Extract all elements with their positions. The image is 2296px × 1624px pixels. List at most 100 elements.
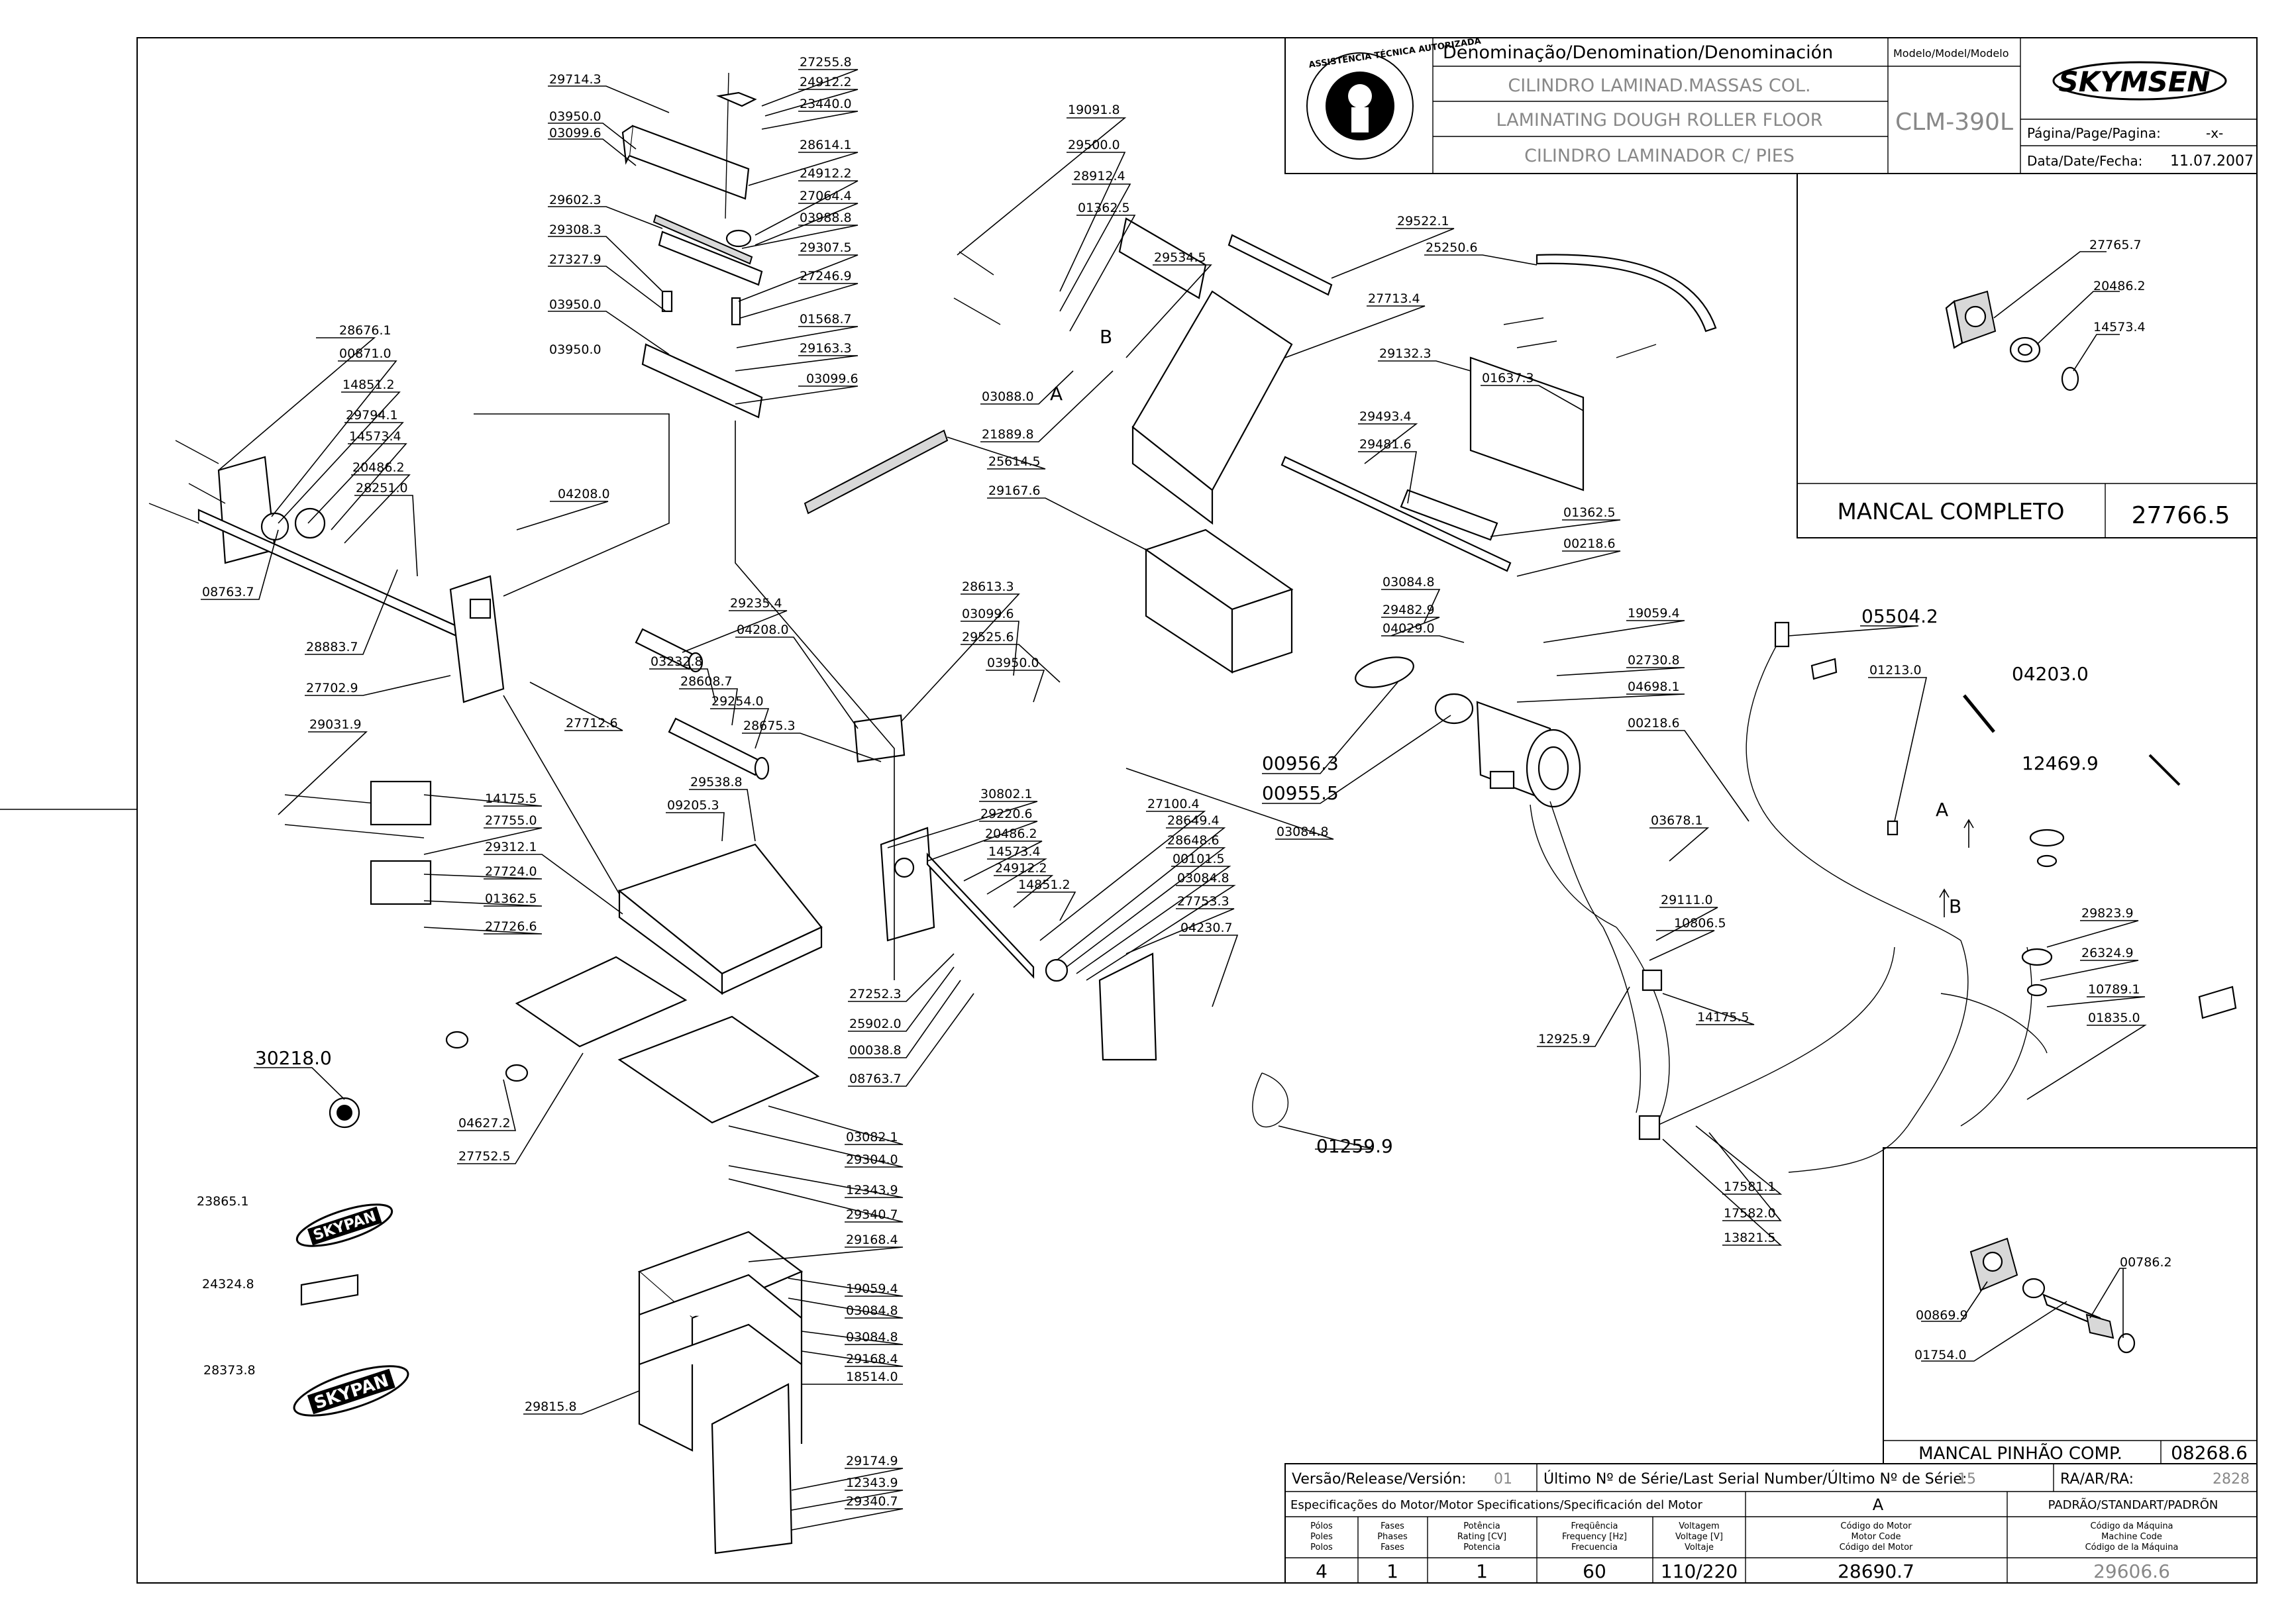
label-00038-8: 00038.8 [849, 1043, 902, 1058]
label-28251-0: 28251.0 [356, 481, 408, 495]
label-29500-0: 29500.0 [1068, 138, 1120, 152]
label-14851-2a: 14851.2 [342, 378, 395, 392]
motor-spec-header: Especificações do Motor/Motor Specificat… [1290, 1498, 1702, 1512]
inset-bottom-title: MANCAL PINHÃO COMP. [1918, 1443, 2122, 1464]
label-28676-1: 28676.1 [339, 323, 391, 338]
label-27712-6: 27712.6 [566, 716, 618, 731]
label-04230-7: 04230.7 [1180, 921, 1233, 935]
label-29340-7a: 29340.7 [846, 1207, 898, 1222]
label-03988-8: 03988.8 [800, 211, 852, 225]
label-03099-6b: 03099.6 [806, 372, 859, 386]
label-03950-0a: 03950.0 [549, 109, 601, 124]
model-header: Modelo/Model/Modelo [1893, 47, 2009, 60]
label-30802-1: 30802.1 [980, 787, 1033, 801]
label-02730-8: 02730.8 [1628, 653, 1680, 668]
label-01835-0: 01835.0 [2088, 1011, 2140, 1025]
voltage-value: 110/220 [1661, 1560, 1738, 1582]
label-04627-2: 04627.2 [458, 1116, 511, 1131]
label-20486-2a: 20486.2 [352, 460, 405, 475]
label-12925-9: 12925.9 [1538, 1032, 1591, 1046]
col-power-3: Potencia [1463, 1543, 1500, 1552]
label-03950-0b: 03950.0 [549, 297, 601, 312]
label-00871-0: 00871.0 [339, 346, 391, 361]
col-freq-2: Frequency [Hz] [1562, 1532, 1627, 1542]
label-10789-1: 10789.1 [2088, 982, 2140, 997]
label-29174-9: 29174.9 [846, 1454, 898, 1468]
label-27064-4: 27064.4 [800, 189, 852, 203]
col-freq-3: Frecuencia [1571, 1543, 1618, 1552]
label-28675-3: 28675.3 [743, 719, 796, 733]
label-29525-6: 29525.6 [962, 630, 1014, 644]
name-en: LAMINATING DOUGH ROLLER FLOOR [1496, 110, 1822, 130]
page-value: -x- [2206, 125, 2223, 141]
label-28648-6: 28648.6 [1167, 833, 1220, 848]
label-24912-2b: 24912.2 [800, 166, 852, 181]
view-letter-a2: A [1936, 799, 1948, 821]
label-20486-2b: 20486.2 [985, 827, 1037, 841]
label-12343-9a: 12343.9 [846, 1183, 898, 1197]
label-00956-3: 00956.3 [1262, 752, 1339, 774]
title-block: ASSISTÊNCIA TÉCNICA AUTORIZADA Denominaç… [1284, 36, 2258, 174]
label-29163-3: 29163.3 [800, 341, 852, 356]
label-27252-3: 27252.3 [849, 987, 902, 1001]
inset-top-title: MANCAL COMPLETO [1837, 499, 2064, 525]
label-27255-8: 27255.8 [800, 55, 852, 70]
col-motor-code-3: Código del Motor [1840, 1543, 1913, 1552]
brand-name: SKYMSEN [2058, 66, 2210, 98]
col-voltage-2: Voltage [V] [1675, 1532, 1723, 1542]
label-03950-0d: 03950.0 [987, 656, 1039, 670]
label-03084-8a: 03084.8 [1383, 575, 1435, 589]
label-12469-9: 12469.9 [2022, 752, 2099, 774]
leader-lines [201, 69, 2147, 1531]
col-machine-code-1: Código da Máquina [2090, 1521, 2173, 1531]
ra-value: 2828 [2213, 1471, 2250, 1488]
label-27755-0: 27755.0 [485, 813, 537, 828]
col-poles-1: Pólos [1310, 1521, 1333, 1531]
label-19059-4a: 19059.4 [1628, 606, 1680, 621]
label-14573-4a: 14573.4 [349, 429, 401, 444]
label-29823-9: 29823.9 [2081, 906, 2134, 921]
skypan-decal-1: SKYPAN [295, 1203, 393, 1247]
label-23440-0: 23440.0 [800, 97, 852, 111]
motor-version-col: A [1873, 1496, 1884, 1514]
label-03088-0: 03088.0 [982, 389, 1034, 404]
label-05504-2: 05504.2 [1861, 605, 1938, 627]
label-09205-3: 09205.3 [667, 798, 719, 813]
label-00955-5: 00955.5 [1262, 782, 1339, 804]
col-power-1: Potência [1463, 1521, 1500, 1531]
name-es: CILINDRO LAMINADOR C/ PIES [1524, 146, 1795, 166]
power-value: 1 [1476, 1560, 1488, 1582]
serial-label: Último Nº de Série/Last Serial Number/Úl… [1543, 1470, 1967, 1488]
label-14175-5b: 14175.5 [1697, 1010, 1749, 1025]
label-29254-0: 29254.0 [711, 694, 764, 709]
col-phases-3: Fases [1381, 1543, 1404, 1552]
view-letter-a1: A [1050, 383, 1063, 405]
label-13821-5: 13821.5 [1724, 1231, 1776, 1245]
serial-value: 15 [1957, 1471, 1976, 1488]
date-value: 11.07.2007 [2170, 153, 2254, 170]
label-08763-7a: 08763.7 [202, 585, 254, 599]
drawing-frame [136, 37, 2258, 1584]
label-29815-8: 29815.8 [525, 1399, 577, 1414]
label-03099-6a: 03099.6 [549, 126, 601, 140]
view-letter-b1: B [1100, 326, 1112, 348]
label-29235-4: 29235.4 [730, 596, 782, 611]
label-27752-5: 27752.5 [458, 1149, 511, 1164]
inset-top-code: 27766.5 [2132, 502, 2230, 529]
label-30218-0: 30218.0 [255, 1047, 332, 1069]
label-14851-2b: 14851.2 [1018, 878, 1070, 892]
model-code: CLM-390L [1895, 109, 2013, 136]
label-19059-4b: 19059.4 [846, 1282, 898, 1296]
view-letter-b2: B [1949, 895, 1961, 917]
col-phases-2: Phases [1377, 1532, 1408, 1542]
motor [1434, 693, 1581, 808]
ra-label: RA/AR/RA: [2060, 1471, 2134, 1488]
label-03082-1: 03082.1 [846, 1130, 898, 1144]
col-poles-3: Polos [1310, 1543, 1333, 1552]
label-27246-9: 27246.9 [800, 269, 852, 283]
label-04208-0a: 04208.0 [558, 487, 610, 501]
col-motor-code-1: Código do Motor [1840, 1521, 1912, 1531]
part-geometry [148, 72, 2237, 1554]
label-00218-6a: 00218.6 [1563, 536, 1616, 551]
col-freq-1: Freqüência [1571, 1521, 1618, 1531]
